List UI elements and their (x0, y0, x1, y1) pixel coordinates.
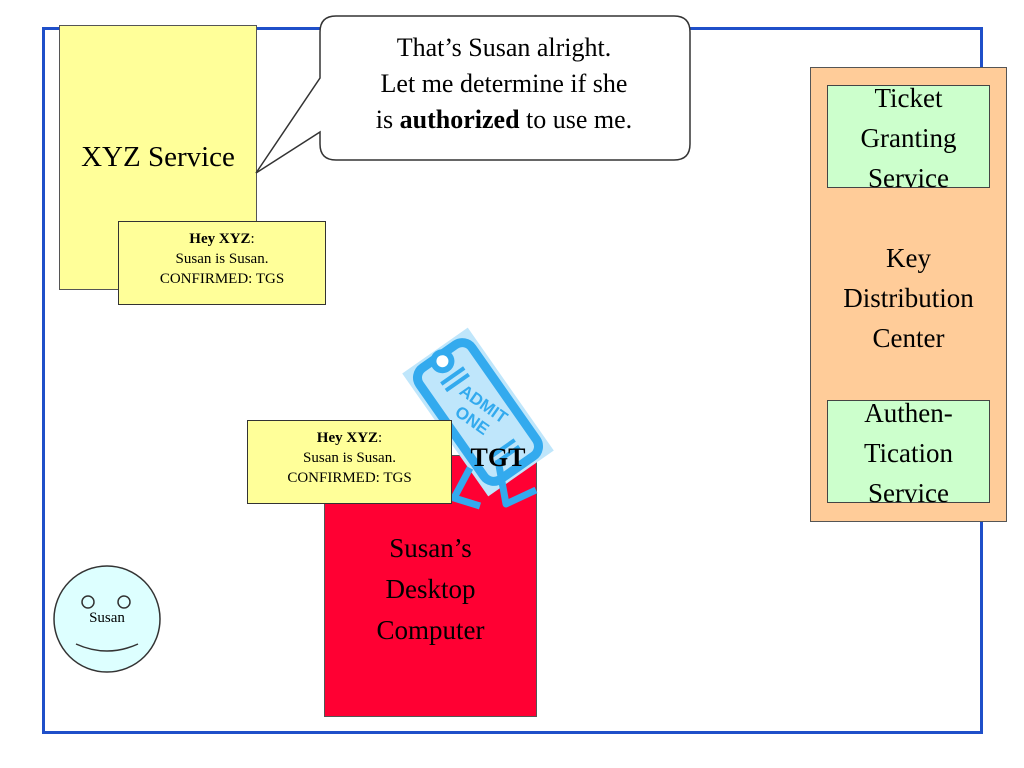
bubble-line-2: Let me determine if she (380, 69, 628, 98)
note-line-2: Susan is Susan. (303, 450, 396, 466)
bubble-line-3-end: to use me. (519, 105, 633, 134)
susan-name-label: Susan (89, 610, 125, 626)
kdc-line-3: Center (872, 323, 945, 353)
desktop-line-1: Susan’s (389, 533, 472, 563)
bubble-line-3-start: is (375, 105, 400, 134)
auth-line-1: Authen- (864, 398, 953, 428)
note-line-3: CONFIRMED: TGS (159, 271, 285, 287)
susan-smiley-icon (53, 565, 161, 673)
kdc-line-1: Key (886, 243, 931, 273)
auth-line-2: Tication (863, 438, 953, 468)
kdc-label: Key Distribution Center (810, 238, 1007, 358)
xyz-service-label: XYZ Service (81, 141, 235, 173)
bubble-line-1: That’s Susan alright. (396, 33, 612, 62)
tgt-label: TGT (470, 443, 526, 472)
desktop-line-2: Desktop (385, 574, 476, 604)
note-greeting: Hey XYZ: (248, 428, 451, 448)
note-greeting-name: Hey XYZ (316, 430, 379, 446)
speech-bubble-text: That’s Susan alright. Let me determine i… (318, 30, 690, 160)
tgs-line-3: Service (868, 163, 949, 193)
bubble-line-3: is authorized to use me. (318, 102, 690, 138)
note-greeting-colon: : (378, 430, 383, 446)
desktop-line-3: Computer (376, 615, 485, 645)
note-greeting: Hey XYZ: (119, 229, 325, 249)
speech-bubble (255, 15, 691, 174)
desktop-computer-label: Susan’s Desktop Computer (324, 528, 537, 651)
service-ticket-note: Hey XYZ: Susan is Susan. CONFIRMED: TGS (118, 221, 326, 305)
desktop-ticket-note: Hey XYZ: Susan is Susan. CONFIRMED: TGS (247, 420, 452, 504)
tgs-line-1: Ticket (874, 83, 943, 113)
auth-line-3: Service (868, 478, 949, 508)
note-greeting-colon: : (250, 231, 255, 247)
ticket-granting-service-box: Ticket Granting Service (827, 83, 990, 193)
note-line-2: Susan is Susan. (175, 251, 269, 267)
note-greeting-name: Hey XYZ (189, 231, 251, 247)
kdc-line-2: Distribution (843, 283, 974, 313)
authentication-service-box: Authen- Tication Service (827, 398, 990, 508)
ticket-icon: ADMIT ONE (402, 327, 554, 510)
bubble-emphasis: authorized (399, 105, 520, 134)
note-line-3: CONFIRMED: TGS (287, 470, 412, 486)
tgs-line-2: Granting (860, 123, 957, 153)
